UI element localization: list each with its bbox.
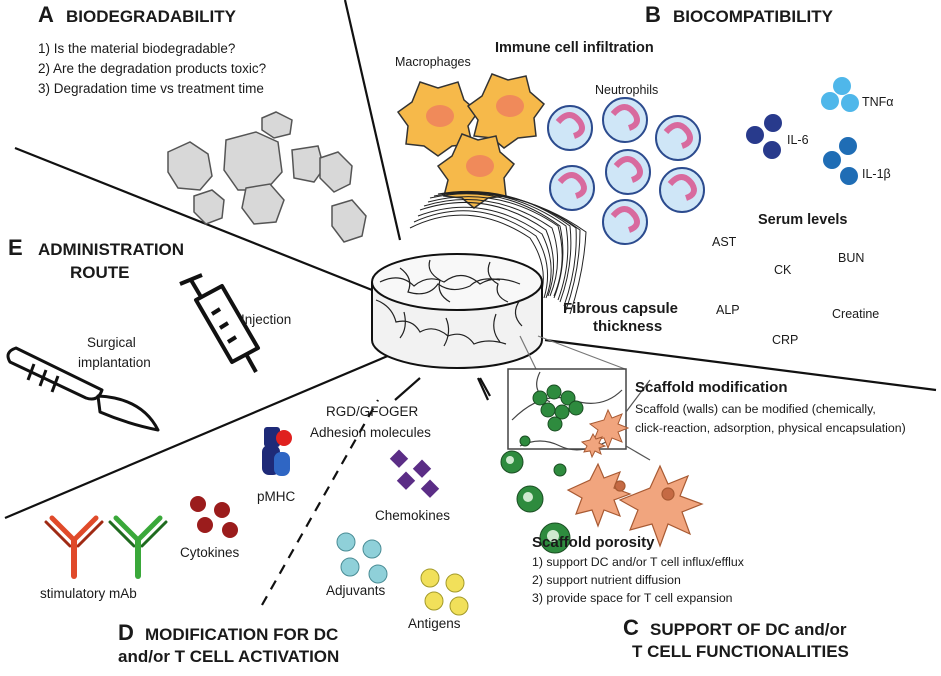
porosity-item-3: 3) provide space for T cell expansion xyxy=(532,591,733,605)
section-d-letter: D xyxy=(118,620,134,645)
antigens-label: Antigens xyxy=(408,616,461,631)
porosity-item-1: 1) support DC and/or T cell influx/efflu… xyxy=(532,555,745,569)
scaffold-modification-line1: Scaffold (walls) can be modified (chemic… xyxy=(635,402,876,416)
chemokine-cluster xyxy=(389,449,440,498)
serum-ast: AST xyxy=(712,235,737,249)
surgical-label-line2: implantation xyxy=(78,355,151,370)
immune-infiltration-title: Immune cell infiltration xyxy=(495,40,654,56)
scaffold-modification-title: Scaffold modification xyxy=(635,379,788,396)
section-e-letter: E xyxy=(8,235,23,260)
serum-ck: CK xyxy=(774,263,792,277)
pmhc-molecule xyxy=(262,427,292,476)
section-d-title-line2: and/or T CELL ACTIVATION xyxy=(118,647,339,666)
serum-alp: ALP xyxy=(716,303,740,317)
scaffold-zoom-connectors xyxy=(519,335,626,370)
scaffold-modification-pointer xyxy=(625,379,651,461)
syringe-icon xyxy=(179,273,260,373)
section-a-letter: A xyxy=(38,2,54,27)
question-1: 1) Is the material biodegradable? xyxy=(38,41,235,56)
adhesion-line2: Adhesion molecules xyxy=(310,425,431,440)
serum-creatine: Creatine xyxy=(832,307,879,321)
porosity-item-2: 2) support nutrient diffusion xyxy=(532,573,681,587)
scalpel-icon xyxy=(6,346,160,432)
scaffold-porosity-title: Scaffold porosity xyxy=(532,534,655,551)
pmhc-label: pMHC xyxy=(257,489,296,504)
section-e-title-line1: ADMINISTRATION xyxy=(38,240,184,259)
section-c-letter: C xyxy=(623,615,639,640)
scaffold xyxy=(371,253,543,369)
adjuvant-cluster xyxy=(336,532,388,584)
adhesion-line1: RGD/GFOGER xyxy=(326,404,419,419)
macrophage-cell xyxy=(466,73,546,149)
cytokine-il1b-cluster xyxy=(823,137,858,185)
tnf-label: TNFα xyxy=(862,95,894,109)
neutrophil-cell xyxy=(549,165,595,211)
cytokine-red-cluster xyxy=(190,496,238,538)
adjuvants-label: Adjuvants xyxy=(326,583,386,598)
neutrophil-cell xyxy=(602,97,648,143)
scaffold-modification-line2: click-reaction, adsorption, physical enc… xyxy=(635,421,906,435)
neutrophil-cell xyxy=(547,105,593,151)
section-b-title: BIOCOMPATIBILITY xyxy=(673,7,834,26)
serum-levels-title: Serum levels xyxy=(758,212,847,228)
macrophage-cell xyxy=(396,81,480,157)
section-d-title-line1: MODIFICATION FOR DC xyxy=(145,625,338,644)
question-2: 2) Are the degradation products toxic? xyxy=(38,61,266,76)
antigen-cluster xyxy=(420,568,469,616)
section-c-title-line2: T CELL FUNCTIONALITIES xyxy=(632,642,849,661)
divider-lines xyxy=(4,0,937,520)
section-c-title-line1: SUPPORT OF DC and/or xyxy=(650,620,847,639)
degradation-particles xyxy=(167,111,367,243)
injection-label: Injection xyxy=(241,312,291,327)
stimulatory-mab-label: stimulatory mAb xyxy=(40,586,137,601)
question-3: 3) Degradation time vs treatment time xyxy=(38,81,264,96)
section-b-letter: B xyxy=(645,2,661,27)
macrophage-cells xyxy=(396,73,546,209)
neutrophil-cells xyxy=(547,97,705,245)
divider-c-d xyxy=(479,377,491,397)
section-e-title-line2: ROUTE xyxy=(70,263,130,282)
fibrous-capsule-fibers xyxy=(409,191,587,315)
zoom-tcells xyxy=(519,384,584,447)
neutrophil-cell xyxy=(605,149,651,195)
il1b-label: IL-1β xyxy=(862,167,891,181)
cytokines-label: Cytokines xyxy=(180,545,240,560)
stimulatory-mab-pair xyxy=(44,515,168,579)
neutrophil-cell xyxy=(655,115,701,161)
porosity-dendritic-cells xyxy=(566,462,704,548)
antibody-red xyxy=(44,515,104,579)
serum-bun: BUN xyxy=(838,251,864,265)
il6-label: IL-6 xyxy=(787,133,809,147)
section-a-title: BIODEGRADABILITY xyxy=(66,7,237,26)
dashed-divider xyxy=(261,399,379,606)
surgical-label-line1: Surgical xyxy=(87,335,136,350)
macrophages-label: Macrophages xyxy=(395,55,471,69)
macrophage-cell xyxy=(436,133,516,209)
zoom-dendritic-cells xyxy=(580,408,630,459)
neutrophils-label: Neutrophils xyxy=(595,83,658,97)
cytokine-tnf-cluster xyxy=(821,77,859,112)
chemokines-label: Chemokines xyxy=(375,508,450,523)
fibrous-capsule-line2: thickness xyxy=(593,318,662,335)
cytokine-il6-cluster xyxy=(746,114,782,159)
neutrophil-cell xyxy=(602,199,648,245)
fibrous-capsule-line1: Fibrous capsule xyxy=(563,300,678,317)
porosity-tcells xyxy=(500,450,571,554)
antibody-green xyxy=(108,515,168,579)
neutrophil-cell xyxy=(659,167,705,213)
serum-crp: CRP xyxy=(772,333,798,347)
